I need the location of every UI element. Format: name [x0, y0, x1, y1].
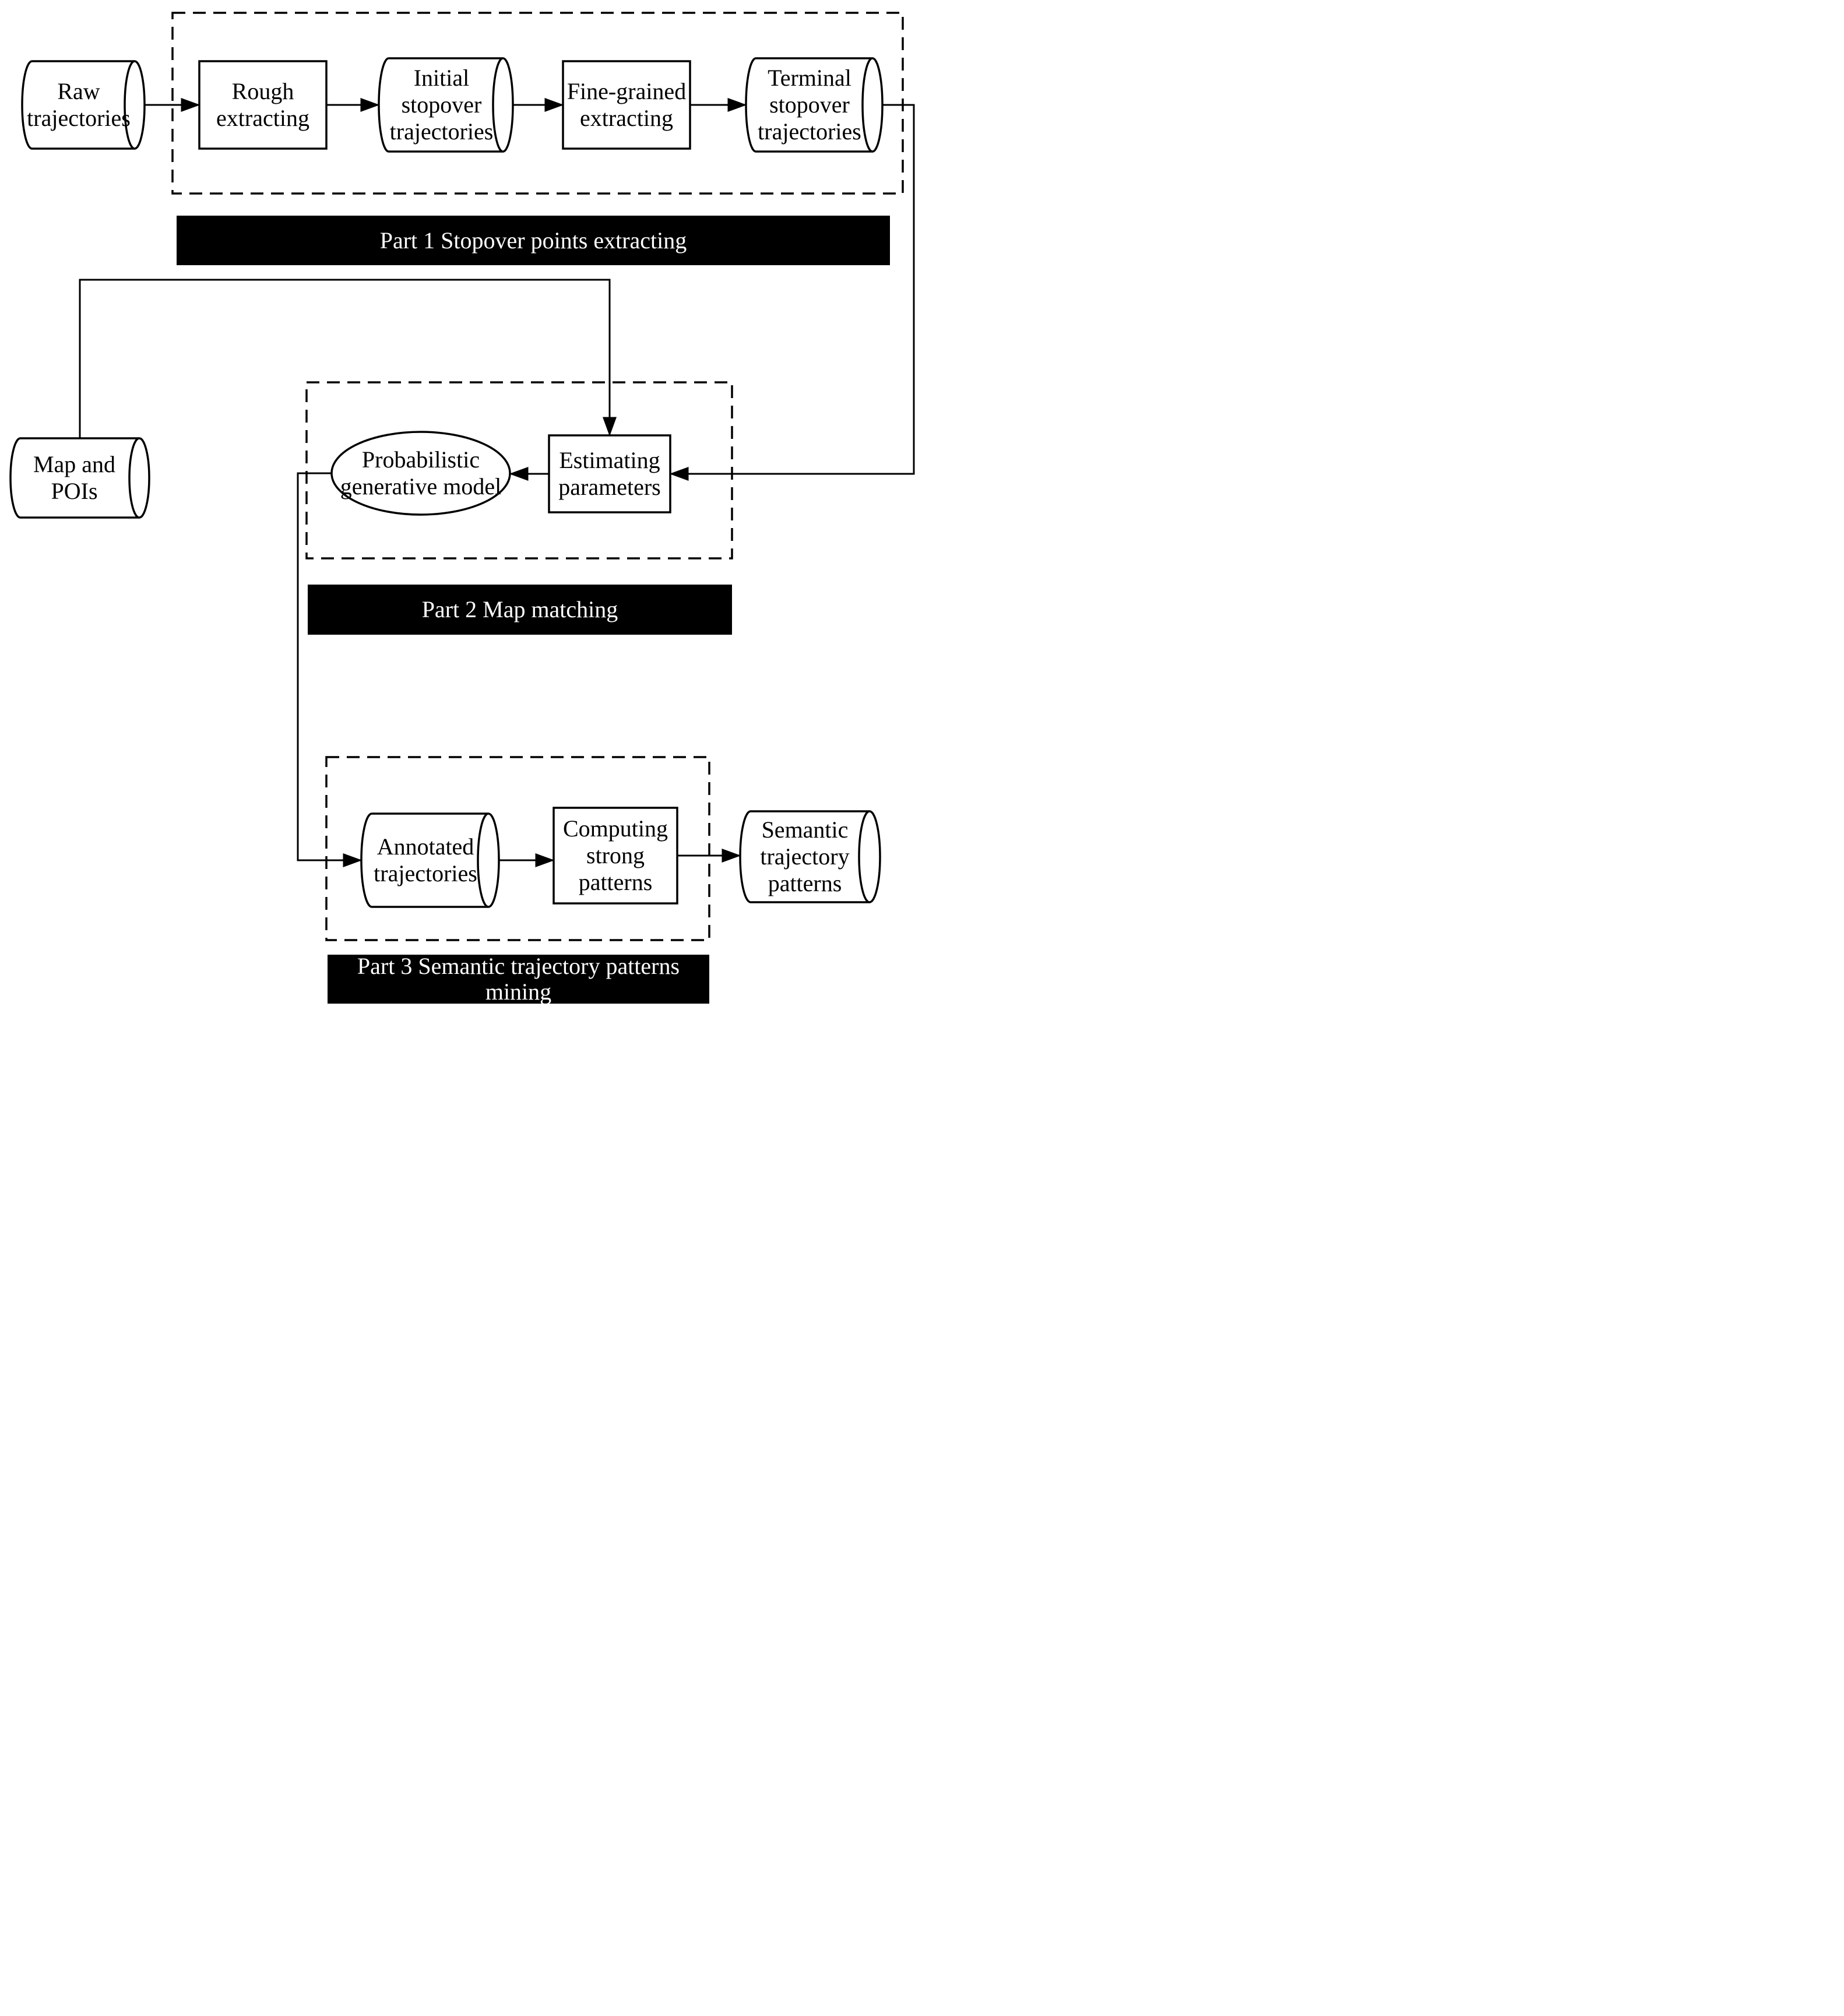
cylinder-raw-trajectories — [21, 60, 146, 150]
diagram-svg — [9, 12, 915, 941]
connector-map-to-estimating — [79, 279, 617, 438]
dashed-frame-part1 — [171, 12, 904, 195]
dashed-frame-part3 — [325, 756, 710, 941]
cylinder-annotated-trajectories — [360, 812, 500, 908]
banner-part3: Part 3 Semantic trajectory patterns mini… — [328, 953, 709, 1005]
dashed-frame-part2 — [305, 381, 733, 560]
cylinder-semantic-trajectory-patterns — [739, 810, 881, 903]
box-fine-grained-extracting — [562, 60, 691, 150]
connector-model-to-annotated — [297, 472, 363, 867]
box-estimating-parameters — [548, 434, 671, 513]
cylinder-initial-stopover-trajectories — [378, 57, 514, 153]
banner-part2: Part 2 Map matching — [308, 585, 732, 635]
flowchart-canvas: Raw trajectories Rough extracting Initia… — [0, 0, 922, 1008]
box-rough-extracting — [198, 60, 328, 150]
box-computing-strong-patterns — [553, 807, 678, 905]
connector-terminal-to-estimating — [669, 104, 915, 481]
banner-part3-label: Part 3 Semantic trajectory patterns mini… — [357, 953, 680, 1005]
cylinder-map-and-pois — [9, 437, 150, 519]
banner-part1: Part 1 Stopover points extracting — [177, 216, 890, 265]
banner-part1-label: Part 1 Stopover points extracting — [379, 227, 687, 254]
cylinder-terminal-stopover-trajectories — [745, 57, 884, 153]
ellipse-probabilistic-generative-model — [330, 431, 511, 516]
banner-part2-label: Part 2 Map matching — [421, 596, 618, 622]
